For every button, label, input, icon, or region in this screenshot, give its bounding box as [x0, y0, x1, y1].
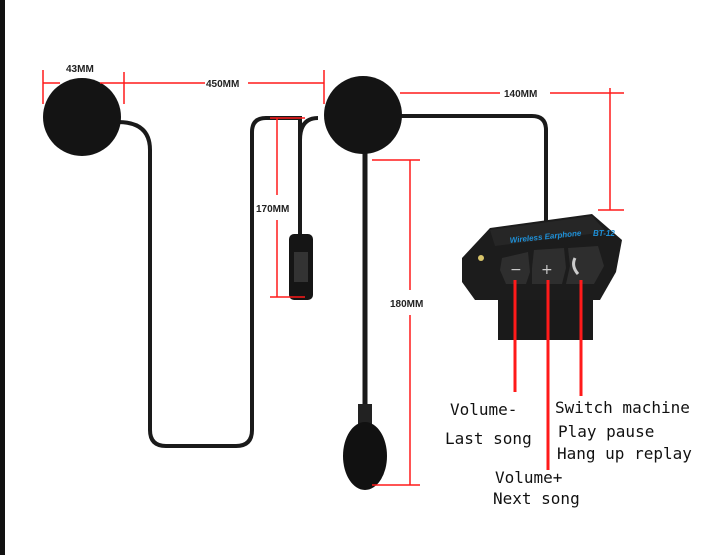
mic-joint — [358, 404, 372, 426]
left-border — [0, 0, 5, 555]
hang-up-replay-label: Hang up replay — [557, 444, 692, 463]
speaker-diameter-label: 43MM — [66, 64, 94, 75]
phone-button[interactable] — [566, 246, 604, 284]
mic-boom-label: 180MM — [390, 299, 423, 310]
mic-foam — [343, 422, 387, 490]
left-speaker-cable — [117, 116, 302, 448]
next-song-label: Next song — [493, 489, 580, 508]
volume-down-label: Volume- — [450, 400, 517, 419]
switch-machine-label: Switch machine — [555, 398, 690, 417]
speaker-spacing-label: 450MM — [206, 79, 239, 90]
connector-cable — [298, 116, 319, 141]
cables — [117, 114, 548, 448]
button-pointers — [513, 280, 583, 470]
right-speaker-cable — [398, 114, 548, 222]
last-song-label: Last song — [445, 429, 532, 448]
left-speaker — [43, 78, 121, 156]
play-pause-label: Play pause — [558, 422, 654, 441]
volume-up-button[interactable] — [532, 248, 566, 284]
model-text: BT-12 — [593, 229, 615, 238]
plus-icon: + — [541, 262, 553, 278]
connector-pin — [294, 252, 308, 282]
dimension-lines — [42, 70, 624, 486]
right-speaker — [324, 76, 402, 154]
bluetooth-unit: Wireless Earphone BT-12 − + — [462, 214, 622, 340]
connector-cable-label: 170MM — [256, 204, 289, 215]
minus-icon: − — [510, 262, 522, 278]
cable-to-unit-label: 140MM — [504, 89, 537, 100]
unit-top — [490, 216, 606, 246]
phone-icon — [572, 257, 580, 275]
led-indicator — [478, 255, 484, 261]
volume-down-button[interactable] — [500, 252, 530, 284]
volume-up-label: Volume+ — [495, 468, 562, 487]
